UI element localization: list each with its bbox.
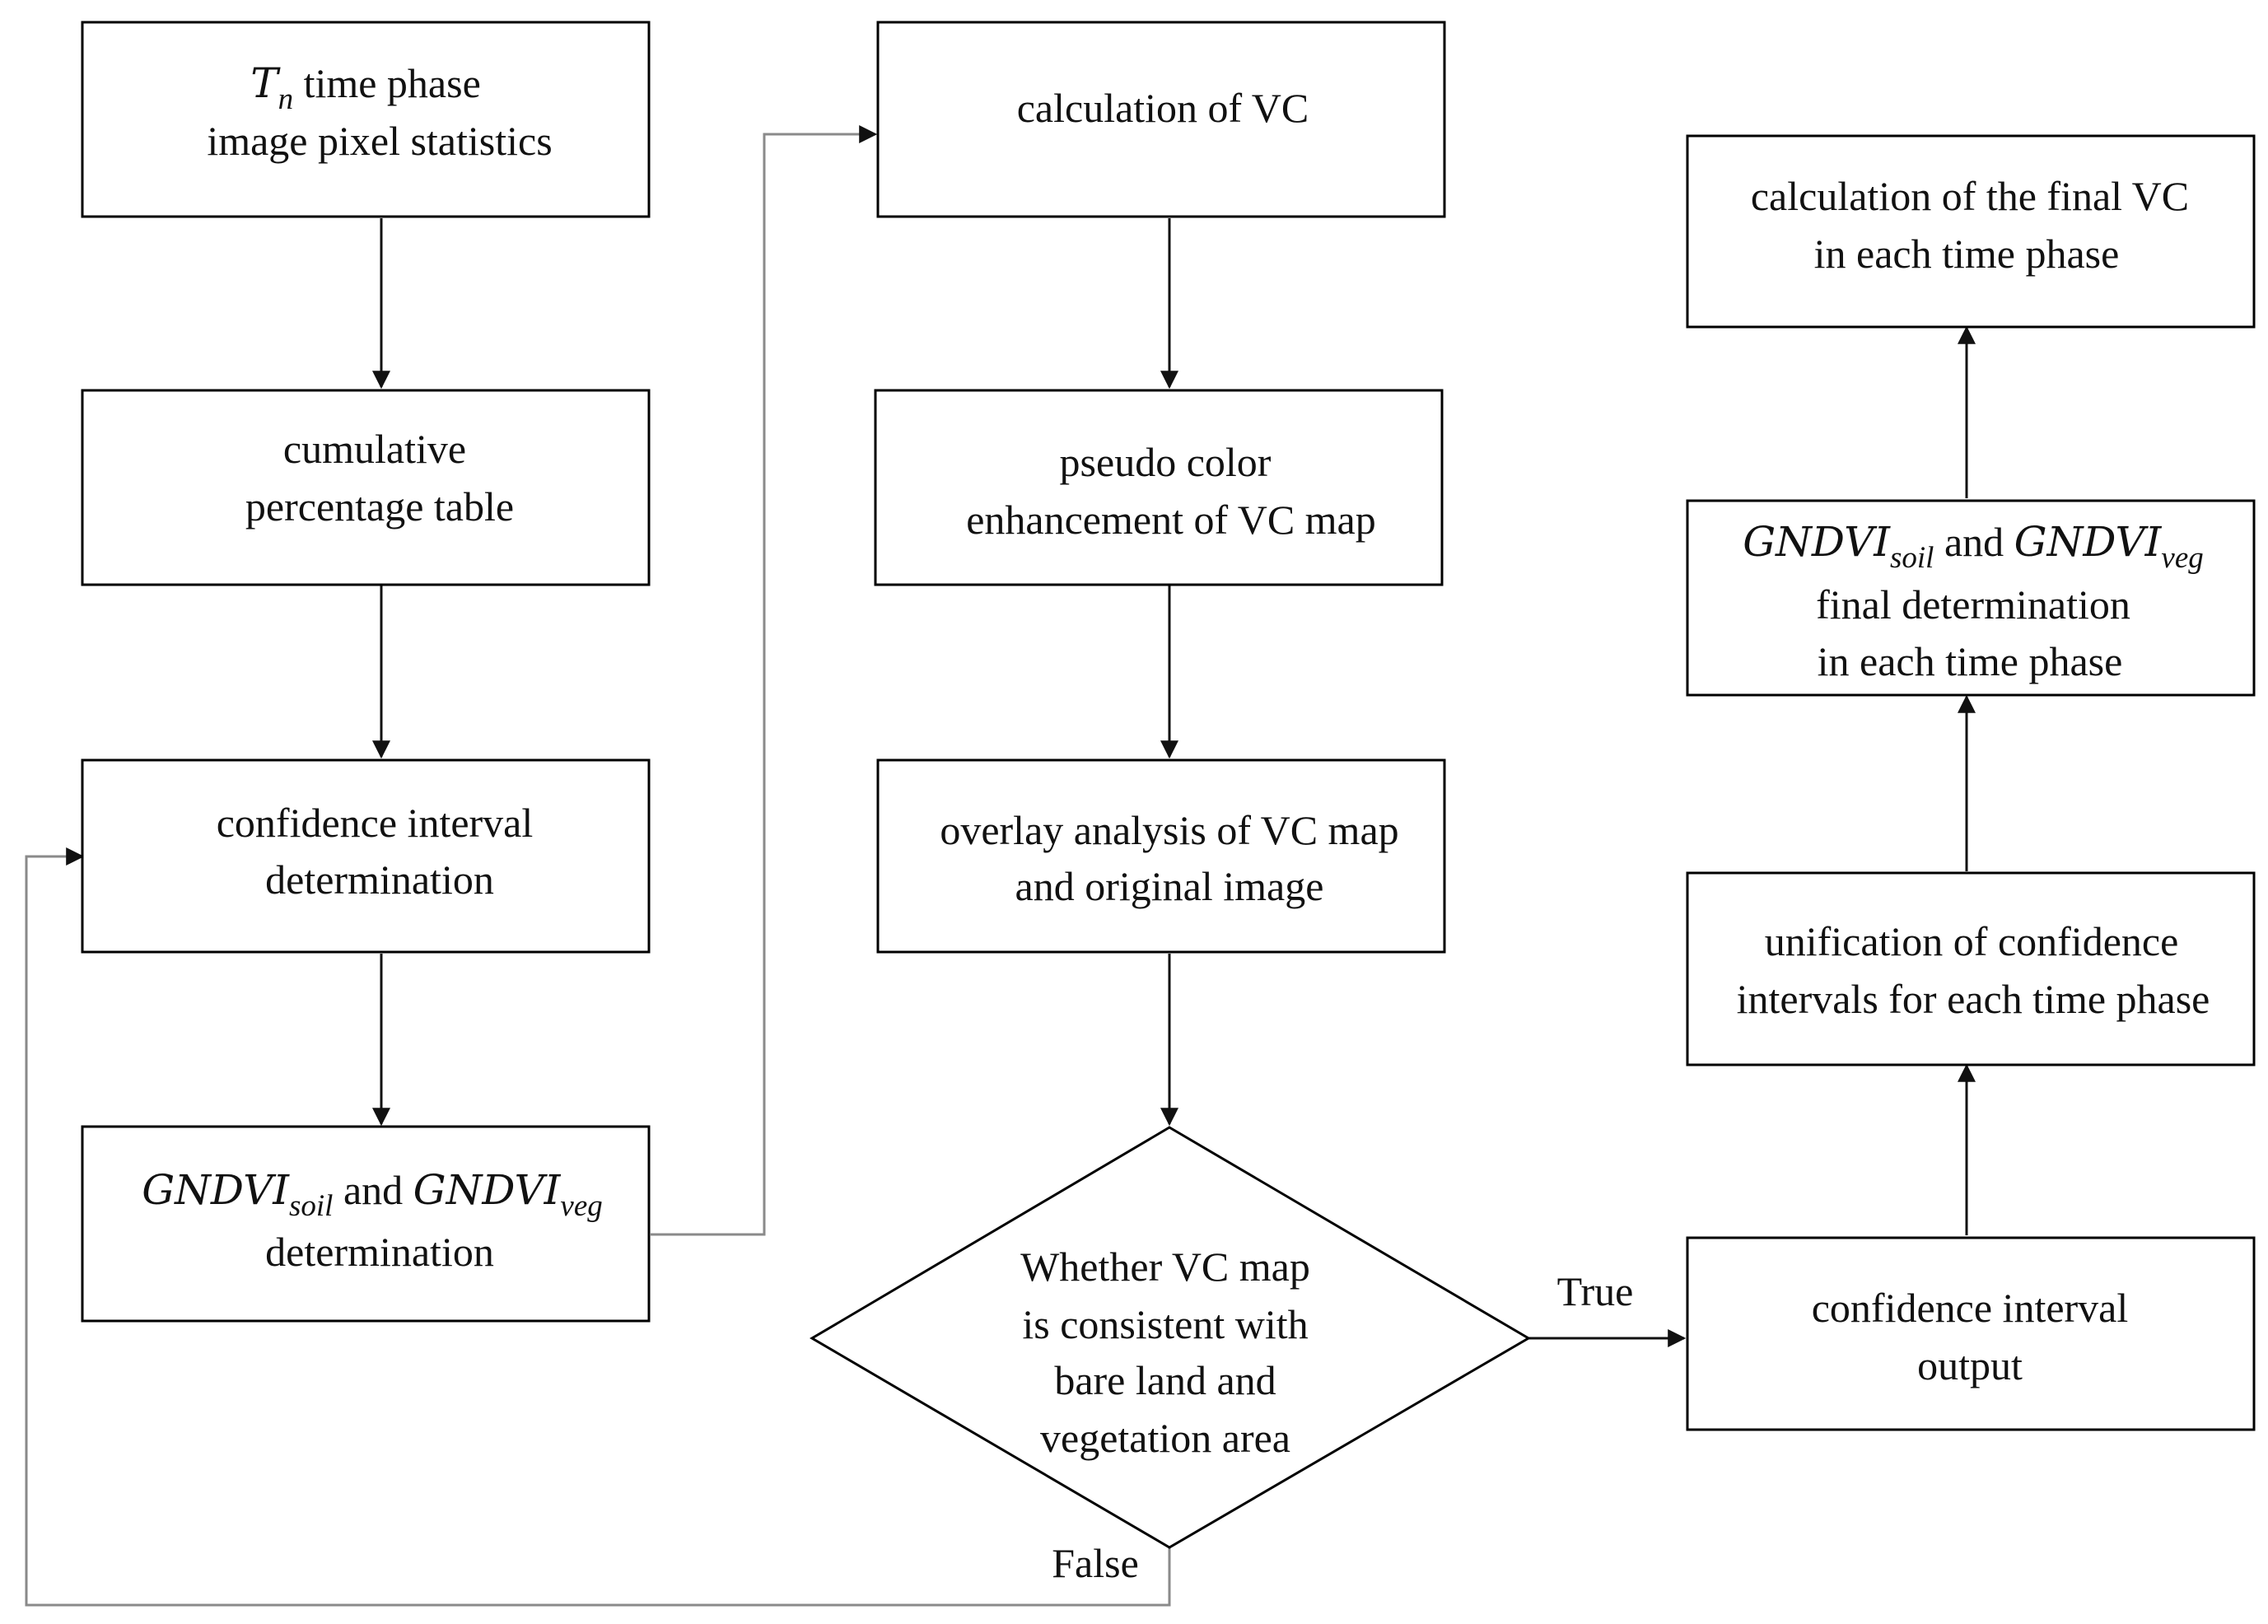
node-box (1686, 499, 2256, 697)
node-text-line1: GNDVIsoil and GNDVIveg (142, 1166, 603, 1223)
node-text-line1: overlay analysis of VC map (940, 807, 1398, 853)
node-pseudo-color: pseudo color enhancement of VC map (874, 389, 1444, 586)
node-text-line2: determination (265, 856, 494, 903)
node-box (874, 389, 1444, 586)
node-box (876, 21, 1446, 218)
false-label: False (1052, 1540, 1139, 1586)
node-cumulative-table: cumulative percentage table (81, 389, 651, 586)
node-ci-output: confidence interval output (1686, 1236, 2256, 1431)
decision-diamond (810, 1126, 1531, 1549)
node-ci-determination: confidence interval determination (81, 758, 651, 954)
node-text-line4: vegetation area (1040, 1415, 1290, 1461)
node-gndvi-final: GNDVIsoil and GNDVIveg final determinati… (1686, 499, 2256, 697)
node-final-vc: calculation of the final VC in each time… (1686, 134, 2256, 329)
node-text-line2: image pixel statistics (207, 118, 552, 164)
node-text-line1: confidence interval (217, 800, 534, 846)
node-text-line1: Whether VC map (1020, 1244, 1310, 1290)
arrow-gndvi-to-calc-vc (651, 125, 878, 1236)
node-box (1686, 1236, 2256, 1431)
node-text-line1: calculation of the final VC (1751, 173, 2189, 219)
edges (25, 125, 1976, 1607)
node-box (81, 1125, 651, 1323)
node-text-line2: final determination (1816, 581, 2130, 628)
node-text-line1: confidence interval (1812, 1285, 2129, 1331)
node-text-line1: calculation of VC (1017, 85, 1309, 131)
node-text-line2: output (1917, 1342, 2023, 1388)
node-text-line2: is consistent with (1022, 1301, 1308, 1347)
node-gndvi-determination: GNDVIsoil and GNDVIveg determination (81, 1125, 651, 1323)
node-text-line2: determination (265, 1229, 494, 1275)
node-box (81, 389, 651, 586)
node-text-line1: pseudo color (1060, 439, 1272, 485)
node-text-line2: percentage table (245, 483, 514, 530)
node-box (876, 758, 1446, 954)
node-text-line3: bare land and (1054, 1357, 1276, 1403)
node-overlay: overlay analysis of VC map and original … (876, 758, 1446, 954)
node-box (81, 758, 651, 954)
node-text-line2: and original image (1015, 863, 1324, 909)
node-text-line2: enhancement of VC map (966, 497, 1376, 543)
arrow-decision-false-loop (25, 847, 1171, 1607)
node-text-line2: intervals for each time phase (1737, 976, 2210, 1022)
node-box (1686, 871, 2256, 1066)
node-text-line1: cumulative (283, 426, 466, 472)
node-text-line1: Tn time phase (250, 59, 481, 116)
node-text-line2: in each time phase (1814, 231, 2120, 277)
node-tn-stats: Tn time phase image pixel statistics (81, 21, 651, 218)
node-decision: Whether VC map is consistent with bare l… (810, 1126, 1531, 1549)
true-label: True (1557, 1268, 1634, 1314)
node-unification: unification of confidence intervals for … (1686, 871, 2256, 1066)
node-calc-vc: calculation of VC (876, 21, 1446, 218)
node-box (81, 21, 651, 218)
node-text-line3: in each time phase (1818, 638, 2123, 684)
node-text-line1: GNDVIsoil and GNDVIveg (1743, 518, 2204, 575)
node-text-line1: unification of confidence (1765, 918, 2179, 964)
node-box (1686, 134, 2256, 329)
